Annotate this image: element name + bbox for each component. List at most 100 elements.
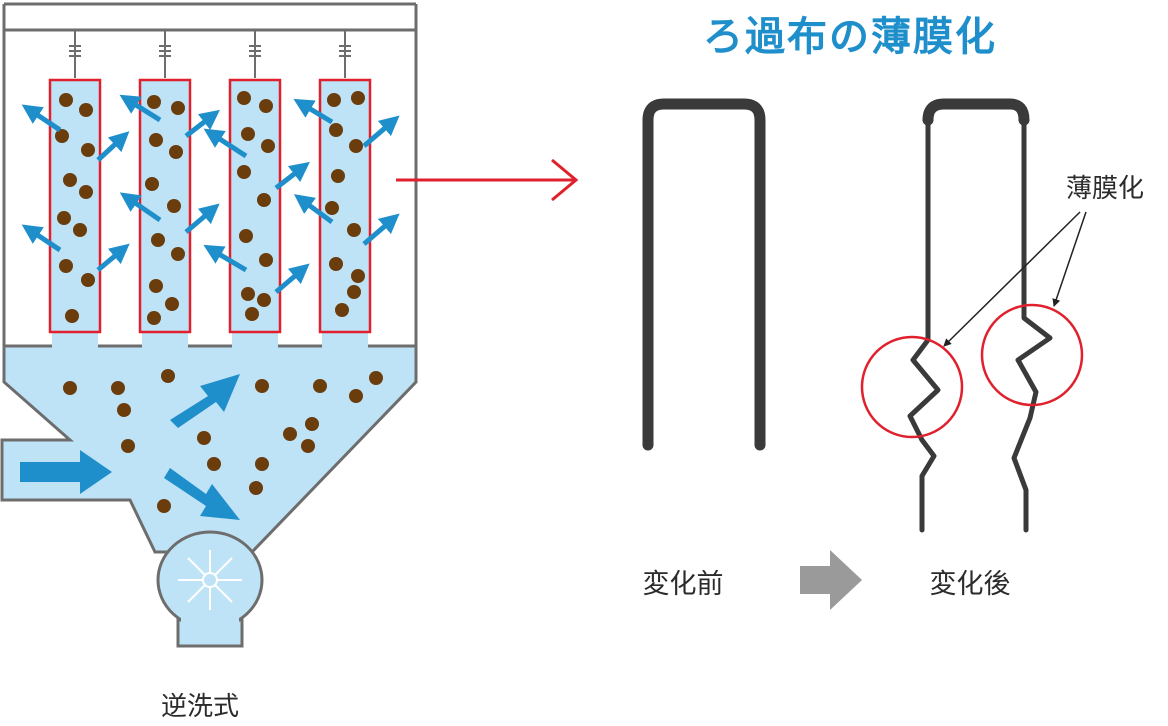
backwash-arrow-icon [21,104,62,133]
particle [237,165,251,179]
particle [171,101,185,115]
particle [165,297,179,311]
particle [335,303,349,317]
backwash-arrow-icon [362,213,400,246]
filter-vessel [0,2,418,648]
particle [261,139,275,153]
backwash-arrow-icon [119,94,162,123]
backwash-arrow-icon [96,243,130,272]
particle [241,127,255,141]
backwash-arrow-icon [96,131,130,162]
backwash-arrow-icon [293,98,334,125]
particle [349,139,363,153]
backwash-arrow-icon [119,192,162,223]
backwash-arrow-icon [184,109,220,138]
particle [349,389,363,403]
particle [239,229,253,243]
particle [171,247,185,261]
backwash-arrow-icon [293,194,334,225]
particle [347,223,361,237]
particle [257,293,271,307]
particle [207,457,221,471]
backwash-arrow-icon [184,203,220,234]
particle [283,427,297,441]
particle [149,133,163,147]
particle [157,499,171,513]
thin-spot-circle-right [980,303,1084,407]
particle [65,309,79,323]
particle [111,381,125,395]
particle [81,143,95,157]
particle [57,211,71,225]
filter-bag [48,78,102,334]
particle [151,233,165,247]
after-label: 変化後 [929,569,1011,600]
pointer-arrow-icon [943,211,1087,347]
particle [145,177,159,191]
particle [259,253,273,267]
backwash-arrow-icon [203,128,248,159]
particle [149,279,163,293]
filter-bag [228,78,282,334]
page-title: ろ過布の薄膜化 [703,14,997,60]
particle [327,93,341,107]
cloth-after [907,98,1053,533]
zoom-arrow [396,158,579,202]
cloth-before [642,98,766,451]
particle [369,371,383,385]
backwash-arrow-icon [274,161,310,190]
particle [59,93,73,107]
particle [329,123,343,137]
particle [313,379,327,393]
thin-spot-circle-left [860,335,964,439]
particle [73,223,87,237]
particle [169,145,183,159]
particle [325,201,339,215]
progress-arrow-icon [800,550,862,610]
particle [117,403,131,417]
particle [301,439,315,453]
filter-bags [48,30,372,350]
particle [257,193,271,207]
particle [245,307,259,321]
particle [237,91,251,105]
flow-arrow-icon [20,374,240,520]
particle [241,287,255,301]
particle [79,185,93,199]
bag-neck [52,330,98,350]
backwash-arrow-icon [362,115,400,148]
particle [255,457,269,471]
outlet-pipe [176,618,244,648]
thinning-label: 薄膜化 [1065,174,1144,204]
backwash-arrow-icon [21,224,62,253]
particle [81,273,95,287]
particle [147,95,161,109]
particle [329,257,343,271]
particle [197,431,211,445]
before-label: 変化前 [642,569,724,600]
particle [259,99,273,113]
backwash-arrows [21,94,400,294]
filter-bag [138,78,192,334]
particle [161,369,175,383]
particle [79,103,93,117]
particle [331,169,345,183]
hopper-liquid [0,344,418,554]
particle [305,417,319,431]
particle [55,129,69,143]
particle [63,173,77,187]
particle [255,379,269,393]
particle [351,269,365,283]
dust-particles [55,91,383,513]
particle [167,199,181,213]
bag-neck [232,330,278,350]
particle [147,311,161,325]
backwash-arrow-icon [203,244,248,273]
bag-neck [322,330,368,350]
backwash-arrow-icon [274,263,310,294]
particle [63,381,77,395]
particle [249,481,263,495]
fan-icon [178,550,242,610]
particle [121,439,135,453]
